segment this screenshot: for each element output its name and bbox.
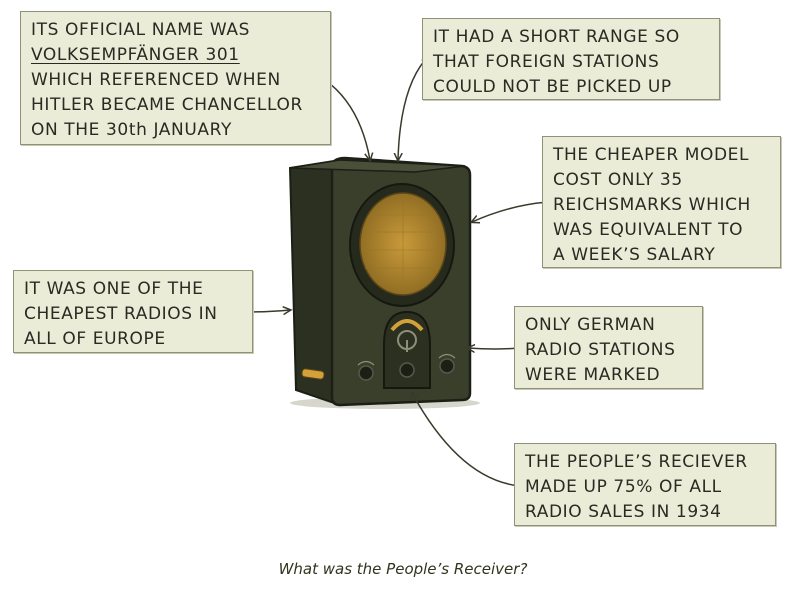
callout-text-line: ITS OFFICIAL NAME WAS: [31, 20, 250, 40]
side-handle: [301, 368, 325, 380]
diagram-caption: What was the People’s Receiver?: [278, 560, 528, 578]
callout-cheaper-model: THE CHEAPER MODEL COST ONLY 35 REICHSMAR…: [542, 136, 781, 268]
callout-text-line-underlined: VOLKSEMPFÄNGER 301: [31, 45, 240, 65]
callout-text-line: IT WAS ONE OF THE: [24, 279, 204, 299]
arrow-cheaper-model: [472, 201, 549, 222]
callout-text-line: HITLER BECAME CHANCELLOR: [31, 95, 303, 115]
callout-text-line: COST ONLY 35: [553, 170, 683, 190]
callout-cheapest-radios: IT WAS ONE OF THE CHEAPEST RADIOS IN ALL…: [13, 270, 253, 353]
callout-text-line: ON THE 30th JANUARY: [31, 120, 232, 140]
callout-sales-share: THE PEOPLE’S RECIEVER MADE UP 75% OF ALL…: [514, 443, 776, 526]
callout-text-line: REICHSMARKS WHICH: [553, 195, 751, 215]
callout-text-line: ONLY GERMAN: [525, 315, 656, 335]
callout-text-line: CHEAPEST RADIOS IN: [24, 304, 218, 324]
radio-top: [289, 159, 466, 173]
tuning-knob: [399, 362, 415, 378]
volume-knob: [358, 365, 374, 381]
callout-text-line: IT HAD A SHORT RANGE SO: [433, 27, 680, 47]
speaker-grille-lines: [362, 195, 444, 294]
callout-official-name: ITS OFFICIAL NAME WAS VOLKSEMPFÄNGER 301…: [20, 11, 331, 145]
callout-text-line: COULD NOT BE PICKED UP: [433, 77, 672, 97]
callout-text-line: THE CHEAPER MODEL: [553, 145, 750, 165]
callout-text-line: WERE MARKED: [525, 365, 661, 385]
callout-text-line: WAS EQUIVALENT TO: [553, 220, 744, 240]
callout-text-line: RADIO STATIONS: [525, 340, 676, 360]
callout-text-line: MADE UP 75% OF ALL: [525, 477, 722, 497]
callout-text-line: THAT FOREIGN STATIONS: [433, 52, 660, 72]
tuning-dial-scale: [390, 319, 424, 332]
arrow-short-range: [398, 59, 426, 160]
arrow-german-stations: [468, 348, 521, 349]
radio-illustration: [288, 156, 480, 409]
callout-text-line: WHICH REFERENCED WHEN: [31, 70, 281, 90]
arrow-sales-share: [412, 393, 521, 487]
arrow-official-name: [324, 79, 370, 160]
callout-text-line: ALL OF EUROPE: [24, 329, 166, 349]
callout-text-line: THE PEOPLE’S RECIEVER: [525, 452, 748, 472]
callout-german-stations: ONLY GERMAN RADIO STATIONS WERE MARKED: [514, 306, 703, 389]
callout-text-line: RADIO SALES IN 1934: [525, 502, 722, 522]
selector-knob: [439, 358, 455, 374]
callout-text-line: A WEEK’S SALARY: [553, 245, 716, 265]
callout-short-range: IT HAD A SHORT RANGE SO THAT FOREIGN STA…: [422, 18, 720, 100]
